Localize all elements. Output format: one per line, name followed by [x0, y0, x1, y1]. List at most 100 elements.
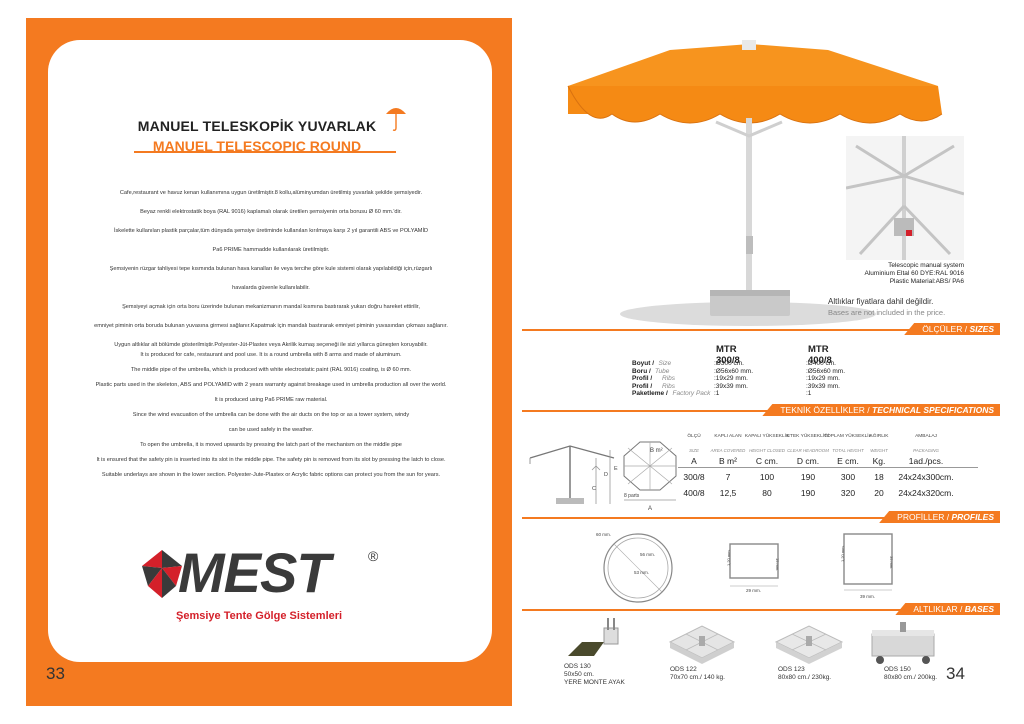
tech-cell-value: 190: [800, 488, 816, 498]
tech-col-header-en: TOTAL HEIGHT: [832, 448, 864, 453]
tech-cell-value: 12,5: [719, 488, 737, 498]
tech-col-header-en: HEIGHT CLOSED: [749, 448, 785, 453]
diagram-label-e: E: [614, 466, 618, 472]
tech-cell-value: 300: [840, 472, 856, 482]
section-profiles-label: PROFİLLER / PROFILES: [879, 511, 1000, 523]
tech-col-header-tr: ETEK YÜKSEKLİĞİ: [786, 434, 830, 439]
right-page: Telescopic manual system Aluminium Eltal…: [512, 0, 1024, 724]
section-bases-label: ALTLIKLAR / BASES: [895, 603, 1000, 615]
mechanism-photo: [846, 136, 964, 260]
tr-line: emniyet piminin orta boruda bulunan yuva…: [94, 323, 448, 329]
size-label-tr: Paketleme /: [632, 390, 668, 397]
section-bases: ALTLIKLAR / BASES: [522, 603, 1000, 615]
size-label-en: Ribs: [662, 382, 676, 390]
base-ods123-image: [774, 625, 844, 664]
registered-mark: ®: [368, 548, 379, 564]
size-label-en: Factory Pack: [672, 390, 711, 397]
tech-col-header-tr: AĞIRLIK: [869, 434, 889, 439]
tech-col-header-en: CLEAR HEADROOM: [787, 448, 829, 453]
en-line: Since the wind evacuation of the umbrell…: [132, 412, 410, 418]
model-header: MTR 300/8: [716, 344, 740, 366]
tech-cell-value: 7: [725, 472, 731, 482]
size-label-en: Size: [658, 360, 672, 367]
diagram-label-parts: 8 parts: [624, 493, 640, 499]
tech-col-header-tr: ÖLÇÜ: [687, 434, 701, 439]
tech-col-header-en: SIZE: [689, 448, 699, 453]
page-number: 34: [946, 664, 965, 683]
tech-col-header-tr: KAPLI ALAN: [714, 434, 742, 439]
rib-profile-drawing-small: 29 mm. 1,20 mm. 19 mm.: [726, 543, 780, 593]
tech-cell-value: 24x24x320cm.: [898, 488, 954, 498]
size-value-400: :Ø56x60 mm.: [806, 367, 846, 375]
tech-cell-value: 20: [874, 488, 884, 498]
tech-col-header-tr: AMBALAJ: [915, 434, 937, 439]
size-label-en: Tube: [655, 367, 670, 375]
tech-col-code: D cm.: [796, 456, 820, 466]
page-number: 33: [46, 664, 65, 683]
bases-note-en: Bases are not included in the price.: [828, 308, 946, 317]
en-line: It is produced using Pa6 PRIME raw mater…: [214, 397, 328, 403]
tech-cell-value: 80: [762, 488, 772, 498]
content-card: [48, 40, 492, 662]
size-label-tr: Profil /: [632, 382, 653, 390]
bases-note-tr: Altlıklar fiyatlara dahil değildir.: [828, 297, 934, 306]
tech-cell-value: 24x24x300cm.: [898, 472, 954, 482]
rib-label: 1,20 mm.: [726, 549, 731, 566]
rib-label: 19 mm.: [775, 558, 780, 571]
base-ods122-image: [668, 625, 736, 664]
english-description: It is produced for cafe, restaurant and …: [86, 352, 456, 487]
rib-label: 39 mm.: [860, 594, 875, 599]
section-technical: TEKNİK ÖZELLİKLER / TECHNICAL SPECIFICAT…: [522, 404, 1000, 416]
tech-col-header-tr: TOPLAM YÜKSEKLİK: [824, 434, 872, 439]
tech-col-code: 1ad./pcs.: [908, 456, 944, 466]
en-line: The middle pipe of the umbrella, which i…: [130, 367, 412, 373]
tech-col-code: E cm.: [837, 456, 859, 466]
en-line: To open the umbrella, it is moved upward…: [140, 442, 402, 448]
diagram-label-a: A: [648, 506, 652, 512]
section-sizes-label: ÖLÇÜLER / SIZES: [904, 323, 1000, 335]
caption-line: Telescopic manual system: [888, 262, 964, 269]
tech-col-code: Kg.: [872, 456, 886, 466]
tech-col-header-en: AREA COVERED: [710, 448, 746, 453]
base-ods150-image: [871, 622, 935, 664]
base-ods130-image: [568, 618, 619, 656]
size-value-300: :Ø56x60 mm.: [714, 367, 754, 375]
tube-profile-drawing: 60 mm. 56 mm. 53 mm.: [596, 532, 673, 603]
rib-label: 1,20 mm.: [840, 545, 845, 562]
tech-cell-value: 18: [874, 472, 884, 482]
tube-label: 56 mm.: [640, 552, 655, 557]
tech-col-header-tr: KAPALI YÜKSEKLİK: [744, 434, 790, 439]
tech-cell-value: 300/8: [683, 472, 705, 482]
rib-label: 29 mm.: [746, 588, 761, 593]
size-value-300: :1: [714, 390, 720, 397]
caption-line: Aluminium Eltal 60 DYE:RAL 9016: [864, 270, 964, 277]
rib-profile-drawing-large: 39 mm. 1,20 mm. 39 mm.: [840, 533, 894, 599]
caption-line: Plastic Material:ABS/ PA6: [889, 278, 964, 285]
size-value-400: :Ø400 cm.: [806, 360, 836, 367]
en-line: can be used safely in the weather.: [228, 427, 314, 433]
umbrella-dimension-diagram: C D E: [529, 445, 618, 504]
brand-umbrella-icon: [142, 550, 182, 598]
en-line: Plastic parts used in the skeleton, ABS …: [95, 382, 447, 388]
section-profiles: PROFİLLER / PROFILES: [522, 511, 1000, 523]
title-turkish: MANUEL TELESKOPİK YUVARLAK: [137, 118, 377, 134]
tr-line: İskelette kullanılan plastik parçalar,tü…: [113, 228, 429, 234]
tech-col-header-en: WEIGHT: [870, 448, 888, 453]
tech-col-code: C cm.: [755, 456, 779, 466]
tube-label: 53 mm.: [634, 570, 649, 575]
size-label-tr: Profil /: [632, 375, 653, 382]
tube-label: 60 mm.: [596, 532, 611, 537]
size-value-400: :39x39 mm.: [806, 382, 840, 390]
tr-line: Uygun altlıklar alt bölümde gösterilmişt…: [114, 342, 428, 348]
brand-subtitle: Şemsiye Tente Gölge Sistemleri: [176, 610, 343, 622]
turkish-description: Cafe,restaurant ve havuz kenarı kullanım…: [70, 184, 472, 355]
tr-line: Cafe,restaurant ve havuz kenarı kullanım…: [119, 190, 423, 196]
size-value-400: :1: [806, 390, 812, 397]
section-sizes: ÖLÇÜLER / SIZES: [522, 323, 1000, 335]
rib-label: 39 mm.: [889, 556, 894, 569]
en-line: It is produced for cafe, restaurant and …: [140, 352, 402, 358]
umbrella-product-image: [567, 40, 943, 326]
